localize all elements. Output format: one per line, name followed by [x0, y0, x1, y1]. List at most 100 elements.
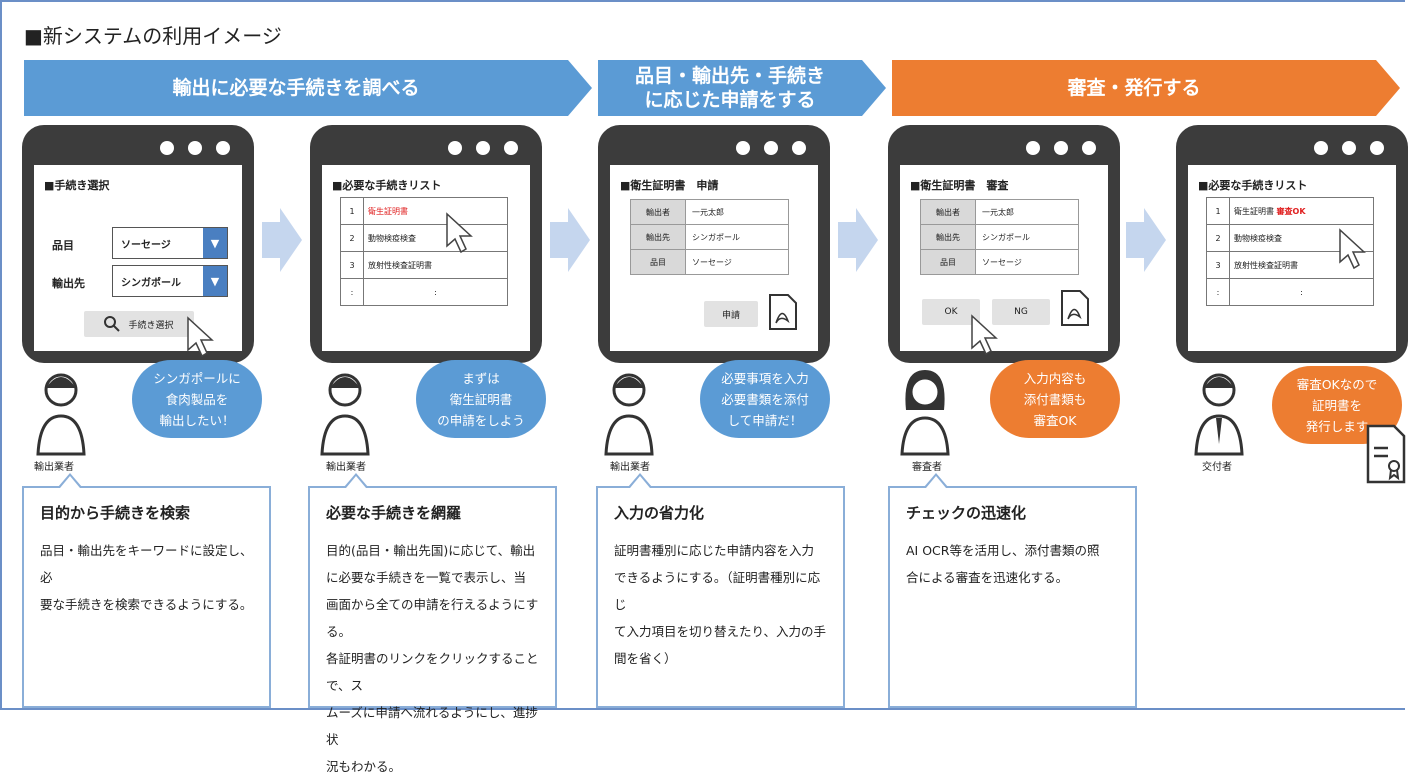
bubble-line: 審査OKなので	[1296, 376, 1378, 392]
callout-text: 目的(品目・輸出先国)に応じて、輸出に必要な手続きを一覧で表示し、当画面から全て…	[326, 543, 539, 774]
callout-check: チェックの迅速化 AI OCR等を活用し、添付書類の照合による審査を迅速化する。	[888, 486, 1137, 708]
procedure-link[interactable]: 動物検疫検査	[363, 224, 508, 252]
callout-input: 入力の省力化 証明書種別に応じた申請内容を入力できるようにする。（証明書種別に応…	[596, 486, 845, 708]
form-label: 品目	[630, 249, 686, 275]
callout-pointer-inner	[926, 476, 946, 488]
bubble-line: 輸出したい！	[159, 412, 235, 428]
row-number: 3	[340, 251, 364, 279]
cursor-icon	[1339, 228, 1366, 270]
bubble-line: して申請だ！	[727, 412, 803, 428]
role-label: 輸出業者	[34, 462, 74, 473]
flow-arrow-3	[838, 208, 878, 272]
flow-arrows	[262, 208, 1166, 272]
thought-bubble-1: シンガポールに 食肉製品を 輸出したい！	[132, 360, 262, 438]
phase-2-arrow	[598, 60, 886, 116]
chevron-down-icon[interactable]: ▼	[203, 266, 227, 296]
item-select[interactable]: ソーセージ ▼	[112, 227, 228, 259]
callout-title: 入力の省力化	[614, 504, 705, 522]
ok-button[interactable]: OK	[922, 299, 980, 325]
bubble-line: 衛生証明書	[449, 391, 513, 407]
bubble-line: 必要書類を添付	[721, 391, 809, 407]
phase-2-label: 品目・輸出先・手続き に応じた申請をする	[598, 60, 862, 116]
window-dots	[1026, 141, 1096, 155]
form-value: 一元太郎	[975, 199, 1079, 225]
person-icon	[1194, 373, 1244, 456]
flow-arrow-4	[1126, 208, 1166, 272]
procedure-link[interactable]: 衛生証明書	[363, 197, 508, 225]
form-value: ソーセージ	[975, 249, 1079, 275]
phase-1-arrow	[24, 60, 592, 116]
person-icon	[320, 373, 370, 456]
table-row: ::	[1206, 278, 1374, 306]
person-icon	[36, 373, 86, 456]
window-dots	[448, 141, 518, 155]
bubble-line: 食肉製品を	[165, 391, 229, 407]
flow-arrow-1	[262, 208, 302, 272]
bubble-line: まずは	[462, 370, 500, 386]
role-label: 輸出業者	[326, 462, 366, 473]
procedure-name: :	[363, 278, 508, 306]
thought-bubble-3: 必要事項を入力 必要書類を添付 して申請だ！	[700, 360, 830, 438]
device-4: ■衛生証明書 審査 輸出者一元太郎 輸出先シンガポール 品目ソーセージ OK N…	[888, 125, 1120, 363]
phase-2-label-line2: に応じた申請をする	[644, 89, 816, 111]
certificate-icon	[1366, 424, 1406, 484]
screen-title: ■衛生証明書 審査	[910, 179, 1009, 192]
callout-pointer-inner	[60, 476, 80, 488]
table-row: ::	[340, 278, 508, 306]
form-label: 輸出先	[920, 224, 976, 250]
review-form: 輸出者一元太郎 輸出先シンガポール 品目ソーセージ	[920, 199, 1079, 275]
pdf-icon[interactable]	[768, 293, 798, 331]
thought-bubble-2: まずは 衛生証明書 の申請をしよう	[416, 360, 546, 438]
bubble-line: 証明書を	[1311, 397, 1362, 413]
person-icon	[604, 373, 654, 456]
status-badge: 審査OK	[1276, 206, 1306, 216]
bubble-line: シンガポールに	[153, 370, 241, 386]
flow-arrow-2	[550, 208, 590, 272]
role-label: 交付者	[1202, 462, 1232, 473]
phase-3-arrow	[892, 60, 1400, 116]
screen-title: ■衛生証明書 申請	[620, 179, 719, 192]
phase-3-label: 審査・発行する	[1067, 77, 1201, 99]
screen-title: ■必要な手続きリスト	[1198, 179, 1308, 192]
form-label: 輸出先	[630, 224, 686, 250]
bubble-line: 審査OK	[1033, 412, 1077, 428]
item-select-value: ソーセージ	[121, 239, 171, 251]
callout-title: チェックの迅速化	[906, 504, 1027, 522]
form-value[interactable]: 一元太郎	[685, 199, 789, 225]
form-label: 輸出者	[920, 199, 976, 225]
ng-button[interactable]: NG	[992, 299, 1050, 325]
procedure-link[interactable]: 放射性検査証明書	[363, 251, 508, 279]
device-1: ■手続き選択 品目 ソーセージ ▼ 輸出先 シンガポール ▼ 手続き選択	[22, 125, 254, 363]
phase-1-label: 輸出に必要な手続きを調べる	[172, 77, 420, 99]
screen-procedure-select: ■手続き選択 品目 ソーセージ ▼ 輸出先 シンガポール ▼ 手続き選択	[34, 165, 242, 351]
field-label-destination: 輸出先	[52, 277, 85, 290]
procedure-search-button[interactable]: 手続き選択	[84, 311, 194, 337]
bubble-line: 発行します	[1305, 418, 1369, 434]
row-number: :	[340, 278, 364, 306]
chevron-down-icon[interactable]: ▼	[203, 228, 227, 258]
bubble-line: 必要事項を入力	[721, 370, 809, 386]
destination-select[interactable]: シンガポール ▼	[112, 265, 228, 297]
form-value[interactable]: ソーセージ	[685, 249, 789, 275]
pdf-icon[interactable]	[1060, 289, 1090, 327]
bubble-line: 入力内容も	[1023, 370, 1087, 386]
apply-button[interactable]: 申請	[704, 301, 758, 327]
search-icon	[104, 316, 121, 332]
callout-title: 必要な手続きを網羅	[326, 504, 462, 522]
person-icon	[900, 370, 950, 456]
callout-search: 目的から手続きを検索 品目・輸出先をキーワードに設定し、必要な手続きを検索できる…	[22, 486, 271, 708]
procedure-name: 衛生証明書	[1234, 206, 1274, 216]
search-button-label: 手続き選択	[128, 320, 174, 331]
callout-text: 品目・輸出先をキーワードに設定し、必要な手続きを検索できるようにする。	[40, 543, 253, 612]
callout-cover: 必要な手続きを網羅 目的(品目・輸出先国)に応じて、輸出に必要な手続きを一覧で表…	[308, 486, 557, 774]
screen-review: ■衛生証明書 審査 輸出者一元太郎 輸出先シンガポール 品目ソーセージ OK N…	[900, 165, 1108, 351]
thought-bubble-4: 入力内容も 添付書類も 審査OK	[990, 360, 1120, 438]
